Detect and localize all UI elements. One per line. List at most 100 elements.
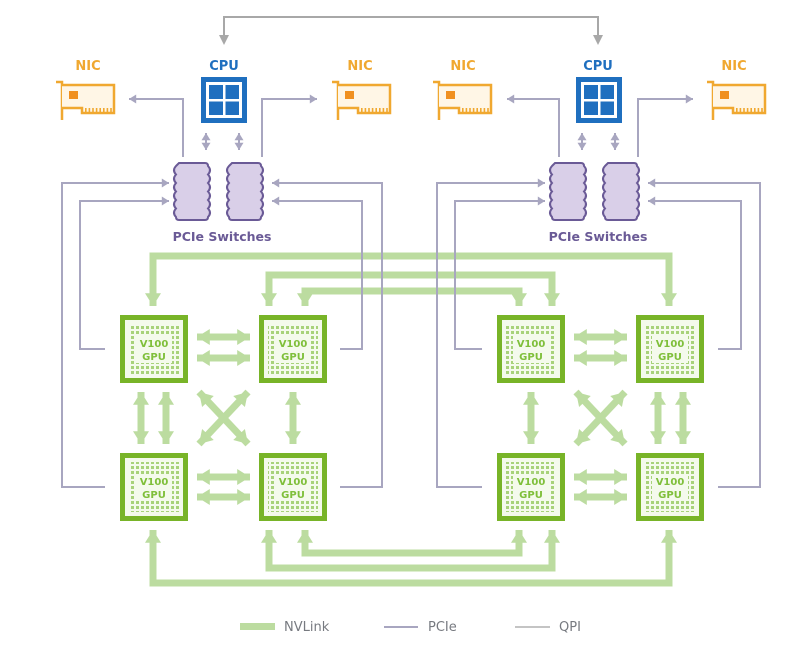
pcie-line: [637, 98, 693, 157]
arrowhead: [197, 469, 210, 485]
nic-label: NIC: [347, 59, 372, 74]
arrowhead: [648, 178, 656, 188]
nic-label: NIC: [721, 59, 746, 74]
arrowhead: [199, 429, 214, 444]
legend: NVLink PCIe QPI: [240, 620, 581, 635]
pcie-links: [61, 94, 761, 488]
gpu-type-label: GPU: [281, 490, 305, 501]
pcie-line: [261, 98, 317, 157]
gpu-type-label: GPU: [658, 352, 682, 363]
arrowhead: [576, 392, 591, 407]
arrowhead: [297, 293, 313, 306]
arrowhead: [237, 329, 250, 345]
gpu-type-label: GPU: [519, 352, 543, 363]
cpu-label: CPU: [209, 59, 239, 74]
arrowhead: [544, 530, 560, 543]
arrowhead: [685, 94, 693, 104]
pcie-switch-icon: [549, 162, 587, 221]
arrowhead: [614, 350, 627, 366]
legend-nvlink-swatch: [240, 623, 275, 630]
cpu-label: CPU: [583, 59, 613, 74]
arrowhead: [661, 293, 677, 306]
arrowhead: [272, 196, 280, 206]
arrowhead: [610, 142, 620, 150]
nvlink-line: [265, 530, 556, 572]
arrowhead: [161, 196, 169, 206]
arrowhead: [145, 530, 161, 543]
nvlink-line: [149, 530, 673, 587]
cpu-right: [576, 77, 622, 123]
arrowhead: [145, 293, 161, 306]
gpu-model-label: V100: [140, 339, 169, 350]
nvlink-line: [149, 252, 673, 306]
arrowhead: [544, 293, 560, 306]
nic-label: NIC: [75, 59, 100, 74]
pcie-line: [272, 182, 383, 488]
nic-card-icon: [707, 80, 767, 120]
legend-nvlink-label: NVLink: [284, 620, 330, 635]
arrowhead: [233, 429, 248, 444]
arrowhead: [285, 431, 301, 444]
arrowhead: [158, 392, 174, 405]
arrowhead: [537, 178, 545, 188]
pcie-switches-label: PCIe Switches: [173, 229, 272, 244]
nic-card-icon: [332, 80, 392, 120]
gpu-type-label: GPU: [519, 490, 543, 501]
nvlink-line: [301, 530, 523, 557]
arrowhead: [272, 178, 280, 188]
pcie-line: [61, 182, 169, 488]
pcie-line: [648, 182, 761, 488]
arrowhead: [511, 530, 527, 543]
arrowhead: [237, 469, 250, 485]
pcie-line: [129, 98, 184, 157]
arrowhead: [614, 469, 627, 485]
arrowhead: [523, 392, 539, 405]
pcie-switch-icon: [173, 162, 211, 221]
nic-card-icon: [433, 80, 493, 120]
pcie-line: [79, 200, 169, 350]
arrowhead: [576, 429, 591, 444]
legend-qpi-label: QPI: [559, 620, 581, 635]
arrowhead: [234, 142, 244, 150]
nvlink-intra-cluster-links: [133, 329, 691, 505]
nvlink-cross-cluster-links: [145, 252, 677, 587]
pcie-line: [648, 200, 742, 350]
arrowhead: [577, 142, 587, 150]
arrowhead: [237, 489, 250, 505]
gpu-type-label: GPU: [281, 352, 305, 363]
arrowhead: [309, 94, 317, 104]
arrowhead: [507, 94, 515, 104]
pcie-line: [454, 200, 545, 350]
arrowhead: [199, 392, 214, 407]
arrowhead: [161, 178, 169, 188]
gpu-model-label: V100: [279, 477, 308, 488]
arrowhead: [610, 392, 625, 407]
arrowhead: [261, 530, 277, 543]
arrowhead: [285, 392, 301, 405]
arrowhead: [675, 431, 691, 444]
arrowhead: [234, 133, 244, 141]
arrowhead: [650, 431, 666, 444]
pcie-line: [507, 98, 560, 157]
arrowhead: [197, 489, 210, 505]
arrowhead: [201, 133, 211, 141]
arrowhead: [133, 392, 149, 405]
arrowhead: [574, 329, 587, 345]
arrowhead: [577, 133, 587, 141]
arrowhead: [614, 489, 627, 505]
gpu-model-label: V100: [656, 477, 685, 488]
gpu-type-label: GPU: [142, 490, 166, 501]
legend-pcie-label: PCIe: [428, 620, 457, 635]
nvlink-line: [301, 287, 523, 306]
arrowhead: [523, 431, 539, 444]
gpu-model-label: V100: [517, 477, 546, 488]
arrowhead: [675, 392, 691, 405]
gpu-model-label: V100: [517, 339, 546, 350]
gpu-type-label: GPU: [142, 352, 166, 363]
